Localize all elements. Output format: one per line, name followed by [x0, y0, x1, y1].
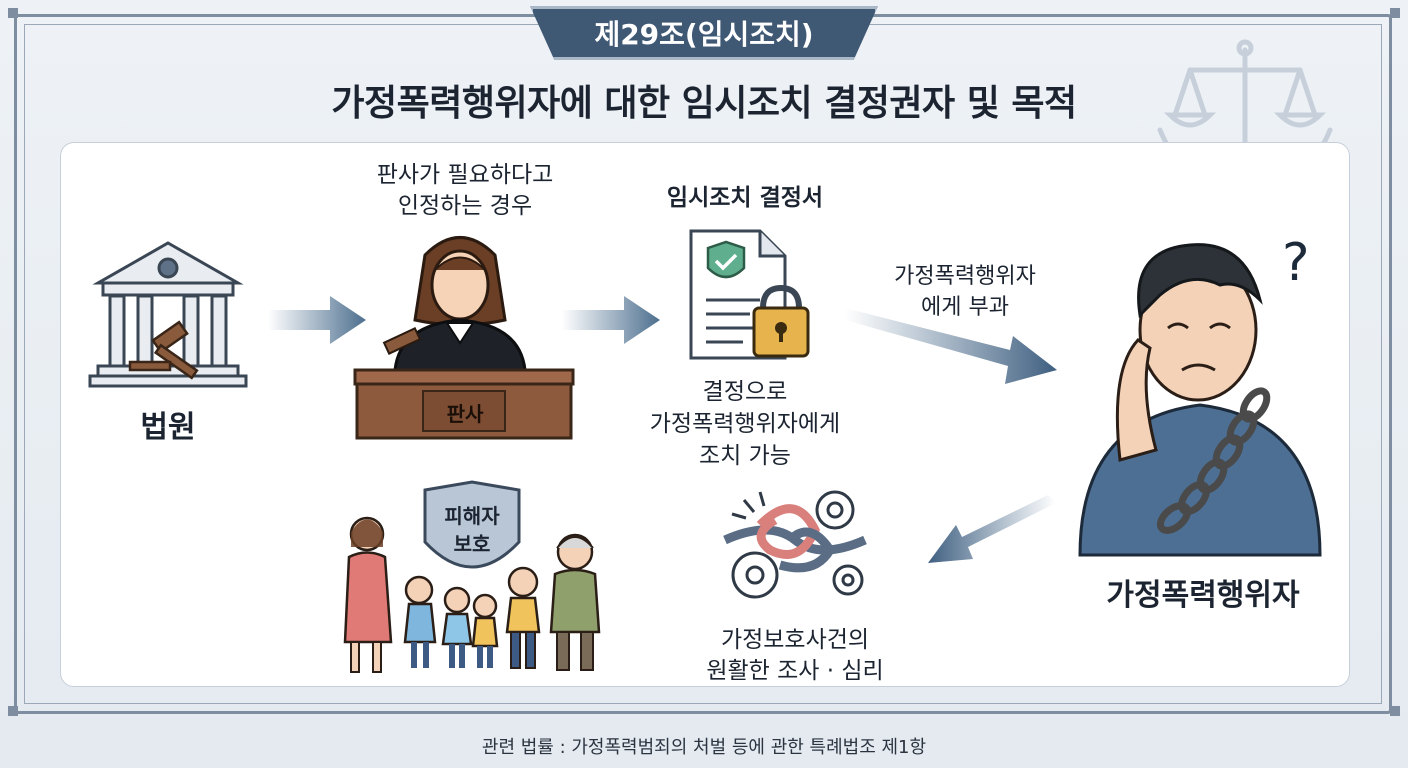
- order-effect-line2: 가정폭력행위자에게: [649, 411, 841, 437]
- court-building-icon: [88, 241, 248, 388]
- frame-corner: [8, 706, 18, 716]
- page-title: 가정폭력행위자에 대한 임시조치 결정권자 및 목적: [331, 83, 1077, 124]
- judge-icon: [353, 236, 575, 440]
- order-effect-line3: 조치 가능: [699, 443, 791, 469]
- order-title: 임시조치 결정서: [666, 185, 824, 211]
- frame-corner: [1390, 8, 1400, 18]
- flow-arrow-diagonal: [928, 495, 1056, 563]
- flow-arrow: [562, 296, 660, 344]
- imposed-label-line2: 에게 부과: [921, 295, 1009, 320]
- order-document-icon: [689, 229, 810, 360]
- investigation-line1: 가정보호사건의: [720, 627, 870, 653]
- flow-arrow-diagonal: [845, 308, 1057, 384]
- court-label: 법원: [140, 410, 196, 445]
- article-tab: 제29조(임시조치): [530, 6, 878, 60]
- flow-arrow: [268, 296, 366, 344]
- related-law: 관련 법률 : 가정폭력범죄의 처벌 등에 관한 특례법조 제1항: [481, 737, 927, 758]
- victim-family-icon: [343, 480, 601, 673]
- investigation-line2: 원활한 조사 · 심리: [706, 658, 884, 684]
- knot-gears-icon: [723, 490, 867, 599]
- victim-shield-line2: 보호: [453, 532, 491, 556]
- offender-label: 가정폭력행위자: [1106, 578, 1300, 613]
- judge-condition-line1: 판사가 필요하다고: [376, 162, 554, 188]
- judge-desk-label: 판사: [446, 402, 484, 426]
- imposed-label-line1: 가정폭력행위자: [894, 264, 1036, 289]
- victim-shield-line1: 피해자: [444, 504, 500, 528]
- frame-corner: [1390, 706, 1400, 716]
- frame-corner: [8, 8, 18, 18]
- judge-condition-line2: 인정하는 경우: [397, 193, 533, 219]
- order-effect-line1: 결정으로: [702, 379, 788, 405]
- offender-person-icon: ?: [1078, 233, 1322, 557]
- svg-text:?: ?: [1282, 233, 1310, 293]
